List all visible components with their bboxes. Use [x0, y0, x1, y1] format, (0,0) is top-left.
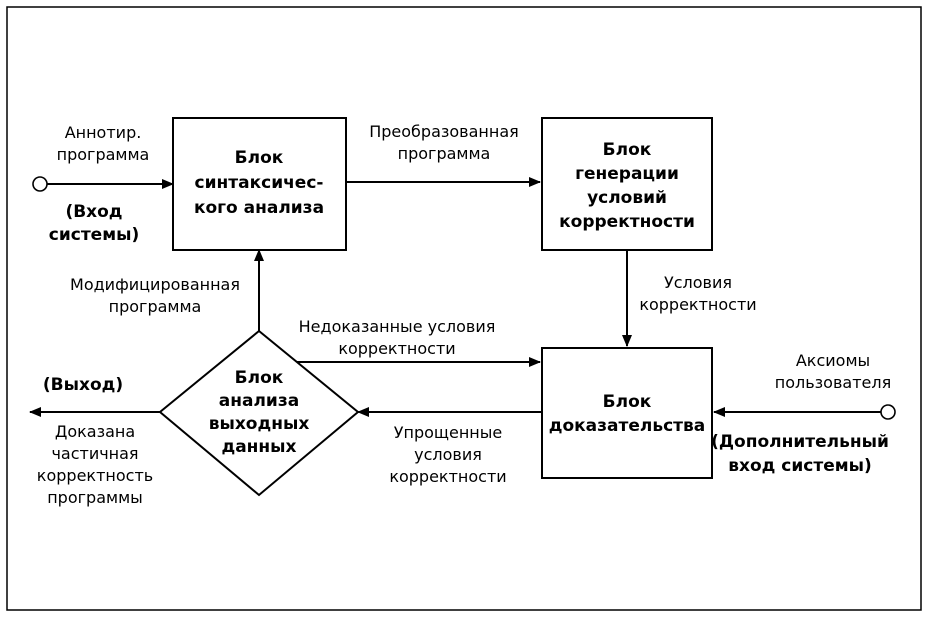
simplified-conditions-line-1: Упрощенные — [394, 423, 502, 442]
correctness-conditions-line-1: Условия — [664, 273, 732, 292]
simplified-conditions-line-2: условия — [414, 445, 482, 464]
additional-input-line-1: (Дополнительный — [711, 432, 889, 452]
partial-correctness-line-4: программы — [47, 488, 143, 507]
transformed-program-line-2: программа — [398, 144, 491, 163]
partial-correctness-line-2: частичная — [51, 444, 138, 463]
annotated-program-line-2: программа — [57, 145, 150, 164]
correctness-conditions-line-2: корректности — [639, 295, 756, 314]
proof-block: Блок доказательства — [541, 347, 713, 479]
generation-block: Блок генерации условий корректности — [541, 117, 713, 251]
system-input-line-1: (Вход — [65, 202, 122, 222]
generation-block-line-2: генерации — [575, 164, 679, 184]
connectors — [29, 176, 896, 420]
syntax-block-line-3: кого анализа — [194, 198, 324, 218]
output-analysis-line-3: выходных — [209, 414, 310, 434]
annotated-program-line-1: Аннотир. — [65, 123, 142, 142]
syntax-block-line-2: синтаксичес- — [195, 173, 324, 193]
output-analysis-block: Блок анализа выходных данных — [158, 329, 360, 497]
system-input-terminal — [32, 176, 48, 192]
system-input-line-2: системы) — [49, 225, 140, 245]
additional-input-terminal — [880, 404, 896, 420]
output-analysis-line-4: данных — [221, 437, 296, 457]
generation-block-line-4: корректности — [559, 212, 695, 232]
output-analysis-line-2: анализа — [219, 391, 299, 411]
modified-program-line-2: программа — [109, 297, 202, 316]
partial-correctness-line-3: корректность — [37, 466, 153, 485]
generation-block-line-3: условий — [587, 188, 667, 208]
output-analysis-line-1: Блок — [235, 368, 284, 388]
unproved-conditions-line-2: корректности — [338, 339, 455, 358]
transformed-program-line-1: Преобразованная — [369, 122, 519, 141]
partial-correctness-line-1: Доказана — [55, 422, 135, 441]
diagram-frame — [6, 6, 922, 611]
simplified-conditions-line-3: корректности — [389, 467, 506, 486]
user-axioms-line-2: пользователя — [775, 373, 891, 392]
syntax-block-line-1: Блок — [235, 148, 284, 168]
syntax-block: Блок синтаксичес- кого анализа — [172, 117, 347, 251]
unproved-conditions-line-1: Недоказанные условия — [299, 317, 496, 336]
output-label: (Выход) — [43, 375, 123, 395]
proof-block-line-2: доказательства — [549, 416, 706, 436]
generation-block-line-1: Блок — [603, 140, 652, 160]
user-axioms-line-1: Аксиомы — [796, 351, 870, 370]
modified-program-line-1: Модифицированная — [70, 275, 240, 294]
labels: Аннотир. программа (Вход системы) Преобр… — [37, 122, 891, 507]
proof-block-line-1: Блок — [603, 392, 652, 412]
additional-input-line-2: вход системы) — [728, 456, 872, 476]
